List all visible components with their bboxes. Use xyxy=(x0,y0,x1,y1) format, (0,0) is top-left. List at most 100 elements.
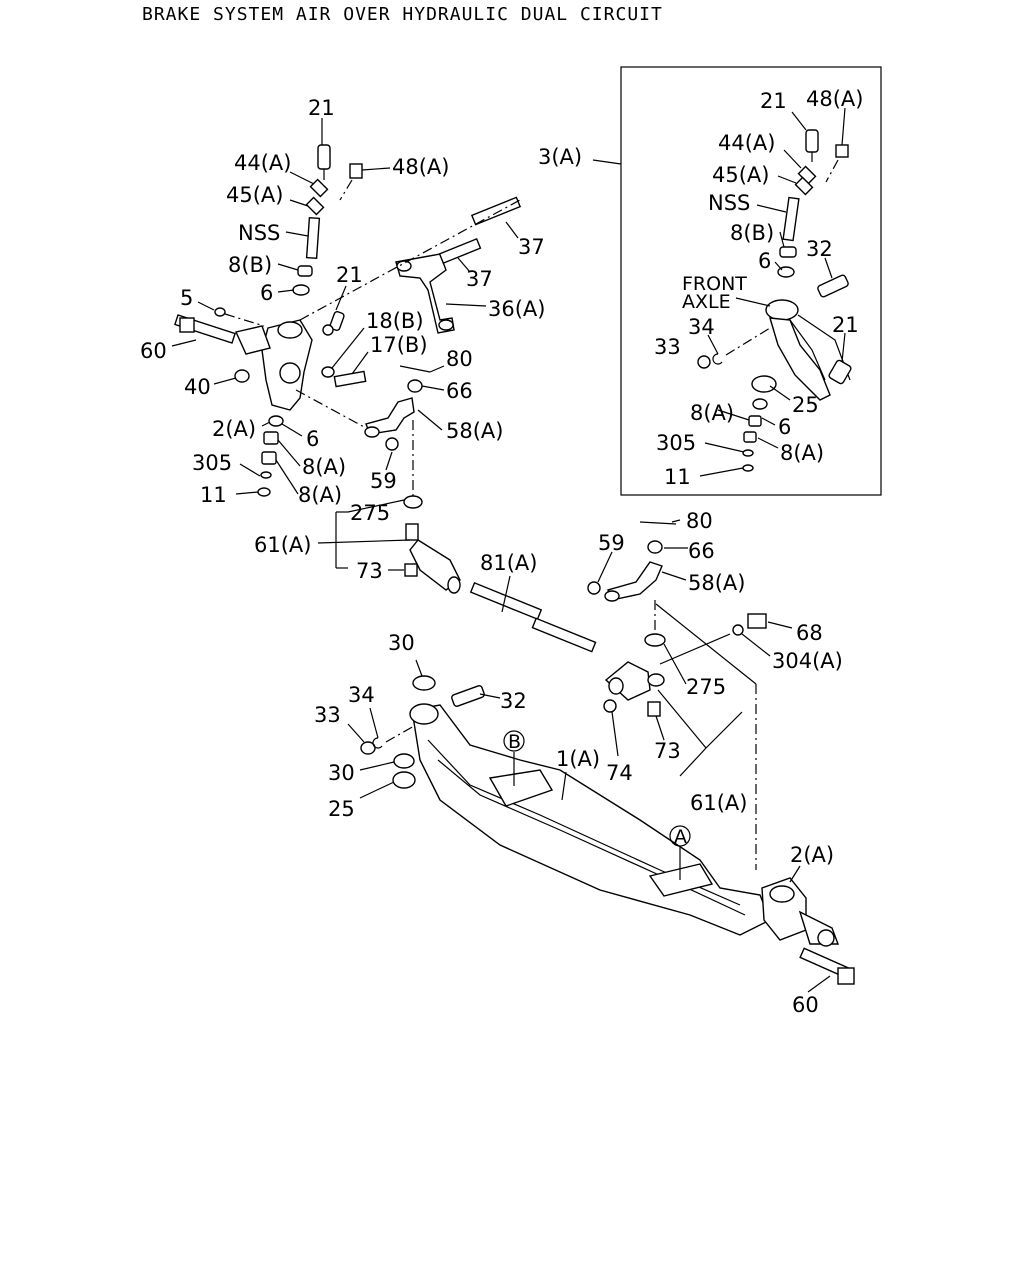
callout-nss: NSS xyxy=(238,221,280,245)
inset-callout-48a: 48(A) xyxy=(806,87,863,111)
ring-11 xyxy=(257,487,271,497)
circle-mark-a: A xyxy=(674,826,687,848)
inset-callout-32: 32 xyxy=(806,237,833,261)
callout-40: 40 xyxy=(184,375,211,399)
inset-callout-44a: 44(A) xyxy=(718,131,775,155)
tie-rod-assembly xyxy=(403,495,767,870)
nut-66b xyxy=(647,540,663,554)
callout-275b: 275 xyxy=(686,675,726,699)
nut-18 xyxy=(321,366,335,378)
cotter-pin-80 xyxy=(399,365,431,373)
bolt-head-60 xyxy=(179,317,195,333)
callout-59: 59 xyxy=(370,469,397,493)
bolt-head-60b xyxy=(837,967,855,985)
inset-callout-11: 11 xyxy=(664,465,691,489)
callout-34: 34 xyxy=(348,683,375,707)
inset-callout-6b: 6 xyxy=(778,415,791,439)
callout-45a: 45(A) xyxy=(226,183,283,207)
inset-ring-11 xyxy=(742,464,754,472)
inset-sensor-part xyxy=(805,129,819,162)
front-axle-beam xyxy=(360,675,771,936)
callout-30b: 30 xyxy=(328,761,355,785)
callout-labels: 21 44(A) 48(A) 45(A) NSS 8(B) 6 5 21 37 … xyxy=(140,96,843,1017)
washer-304 xyxy=(732,624,744,636)
right-knuckle-assembly xyxy=(761,877,855,985)
washer-6b xyxy=(268,415,284,427)
callout-1a: 1(A) xyxy=(556,747,600,771)
callout-17b: 17(B) xyxy=(370,333,428,357)
bolt-37b xyxy=(438,237,482,265)
callout-60b: 60 xyxy=(792,993,819,1017)
callout-61a: 61(A) xyxy=(254,533,311,557)
washer-30 xyxy=(412,675,436,691)
callout-8b: 8(B) xyxy=(228,253,272,277)
callout-80b: 80 xyxy=(686,509,713,533)
king-pin xyxy=(305,216,321,260)
callout-6b: 6 xyxy=(306,427,319,451)
inset-callout-45a: 45(A) xyxy=(712,163,769,187)
washer-6 xyxy=(292,284,310,296)
mark-b-circle xyxy=(503,730,525,752)
seal-275b xyxy=(644,633,666,647)
callout-8a-2: 8(A) xyxy=(298,483,342,507)
page-title: BRAKE SYSTEM AIR OVER HYDRAULIC DUAL CIR… xyxy=(142,4,663,25)
callout-305: 305 xyxy=(192,451,232,475)
inset-callout-305: 305 xyxy=(656,431,696,455)
sensor-21b xyxy=(329,310,345,332)
sensor-part-21 xyxy=(317,144,331,170)
grease-fitting-73 xyxy=(404,563,418,577)
callout-59b: 59 xyxy=(598,531,625,555)
mark-a-circle xyxy=(669,825,691,847)
callout-5: 5 xyxy=(180,286,193,310)
shim-45 xyxy=(305,196,325,216)
spring-pad-a xyxy=(648,863,714,897)
callout-66b: 66 xyxy=(688,539,715,563)
washer-25 xyxy=(392,771,416,789)
callout-73b: 73 xyxy=(654,739,681,763)
inset-axle-label: AXLE xyxy=(682,291,731,313)
inset-pin xyxy=(782,196,800,242)
steering-arm-36 xyxy=(395,253,455,334)
callout-80: 80 xyxy=(446,347,473,371)
inset-washer-25 xyxy=(751,375,777,393)
callout-60: 60 xyxy=(140,339,167,363)
steering-knuckle-left xyxy=(235,319,313,411)
callout-58a: 58(A) xyxy=(446,419,503,443)
callout-8a: 8(A) xyxy=(302,455,346,479)
nut-66 xyxy=(407,379,423,393)
inset-bushing-8a-2 xyxy=(743,431,757,443)
callout-11: 11 xyxy=(200,483,227,507)
bolt-68 xyxy=(747,613,767,629)
nut-74 xyxy=(603,699,617,713)
pin-32 xyxy=(451,685,485,707)
callout-37a: 37 xyxy=(518,235,545,259)
grease-fitting-73b xyxy=(647,701,661,717)
inset-bushing xyxy=(779,246,797,258)
nut-40 xyxy=(234,369,250,383)
bushing-8b xyxy=(297,265,313,277)
relay-arm-58 xyxy=(364,397,415,438)
relay-arm-58b xyxy=(604,561,663,602)
inset-labels: 3(A) 21 48(A) 44(A) 45(A) NSS 8(B) 6 32 … xyxy=(538,87,863,489)
inset-sensor-21 xyxy=(828,359,852,385)
inset-callout-21: 21 xyxy=(760,89,787,113)
circle-mark-b: B xyxy=(508,731,521,753)
left-knuckle-assembly xyxy=(174,144,522,498)
inset-washer-6 xyxy=(752,398,768,410)
inset-callout-8a-2: 8(A) xyxy=(780,441,824,465)
cross-tube-81-2 xyxy=(531,617,597,653)
callout-37b: 37 xyxy=(466,267,493,291)
inset-bolt xyxy=(835,144,849,158)
callout-74: 74 xyxy=(606,761,633,785)
inset-callout-34: 34 xyxy=(688,315,715,339)
clip-34 xyxy=(372,737,383,749)
bushing-8a-2 xyxy=(261,451,277,465)
callout-33: 33 xyxy=(314,703,341,727)
inset-callout-8b: 8(B) xyxy=(730,221,774,245)
callout-30: 30 xyxy=(388,631,415,655)
callout-81a: 81(A) xyxy=(480,551,537,575)
bolt-48 xyxy=(349,163,363,179)
cross-tube-81 xyxy=(469,581,543,621)
inset-front-label: FRONT xyxy=(682,273,747,295)
